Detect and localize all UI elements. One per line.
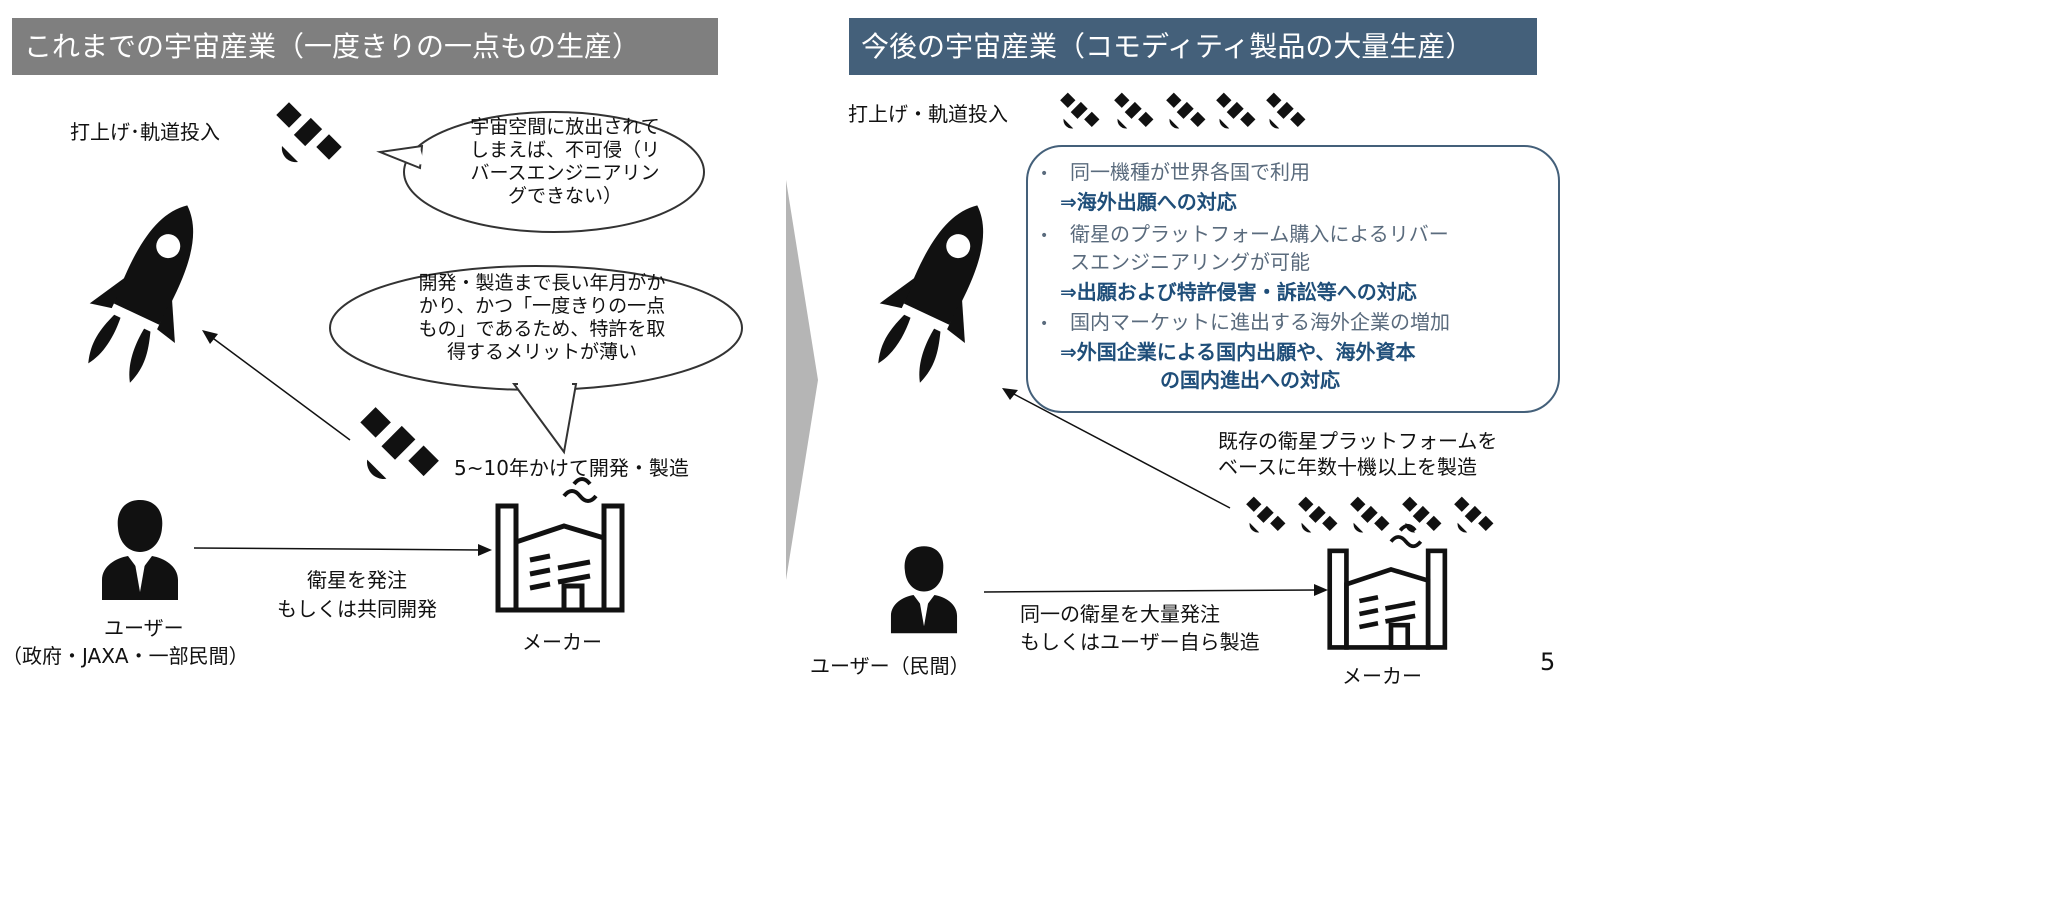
right-order-label: 同一の衛星を大量発注 もしくはユーザー自ら製造 <box>1020 602 1260 654</box>
bubble-middle-text: 開発・製造まで長い年月がか かり、かつ「一度きりの一点 もの」であるため、特許を… <box>418 272 666 363</box>
rocket-icon <box>88 205 194 383</box>
transition-arrow <box>786 180 818 580</box>
satellite-icon <box>276 102 342 163</box>
right-user-label: ユーザー（民間） <box>810 654 970 678</box>
factory-icon <box>495 477 625 613</box>
right-section-header: 今後の宇宙産業（コモディティ製品の大量生産） <box>849 18 1537 75</box>
bullet-2-text: 衛星のプラットフォーム購入によるリバー <box>1070 222 1449 246</box>
left-user-label: ユーザー <box>104 616 184 640</box>
bullet-marker: • <box>1040 166 1049 182</box>
satellite-icon <box>1350 496 1390 533</box>
rocket-icon <box>878 205 984 383</box>
bullet-marker: • <box>1040 228 1049 244</box>
bullet-3-sub-cont: の国内進出への対応 <box>1160 368 1340 392</box>
speech-bubble-middle <box>329 265 743 455</box>
commodity-issues-box <box>1026 145 1560 413</box>
right-maker-label: メーカー <box>1342 664 1422 688</box>
left-maker-label: メーカー <box>522 630 602 654</box>
bullet-3-sub: ⇒外国企業による国内出願や、海外資本 <box>1060 340 1416 364</box>
speech-bubble-top <box>376 111 705 233</box>
left-user-sublabel: （政府・JAXA・一部民間） <box>2 644 249 668</box>
satellite-icon <box>1166 92 1206 129</box>
satellite-icon <box>1114 92 1154 129</box>
factory-icon <box>1327 523 1448 650</box>
left-launch-label: 打上げ･軌道投入 <box>70 120 220 144</box>
bullet-3-text: 国内マーケットに進出する海外企業の増加 <box>1070 310 1450 334</box>
satellite-icon <box>1454 496 1494 533</box>
user-icon <box>890 546 958 634</box>
satellite-icon <box>1060 92 1100 129</box>
bullet-2-sub: ⇒出願および特許侵害・訴訟等への対応 <box>1060 280 1417 304</box>
satellite-icon <box>1246 496 1286 533</box>
bullet-marker: • <box>1040 316 1049 332</box>
user-icon <box>102 500 178 600</box>
bullet-2-text-cont: スエンジニアリングが可能 <box>1070 250 1310 274</box>
satellite-icon <box>1216 92 1256 129</box>
satellite-icon <box>360 407 439 480</box>
order-arrow-left <box>193 544 492 556</box>
satellite-icon <box>1402 496 1442 533</box>
order-arrow-right <box>983 584 1328 596</box>
left-order-label: 衛星を発注 もしくは共同開発 <box>277 568 437 621</box>
satellite-icon <box>1266 92 1306 129</box>
bubble-top-text: 宇宙空間に放出されて しまえば、不可侵（リ バースエンジニアリン グできない） <box>469 116 660 207</box>
development-label: 5~10年かけて開発・製造 <box>454 456 689 480</box>
page-number: 5 <box>1540 648 1556 676</box>
platform-label: 既存の衛星プラットフォームを ベースに年数十機以上を製造 <box>1218 429 1498 479</box>
bullet-1-text: 同一機種が世界各国で利用 <box>1070 160 1310 184</box>
right-launch-label: 打上げ・軌道投入 <box>848 102 1008 126</box>
left-section-header: これまでの宇宙産業（一度きりの一点もの生産） <box>12 18 718 75</box>
satellite-icon <box>1298 496 1338 533</box>
launch-arrow-left <box>202 330 351 441</box>
bullet-1-sub: ⇒海外出願への対応 <box>1060 190 1237 214</box>
launch-arrow-right <box>1002 388 1231 509</box>
